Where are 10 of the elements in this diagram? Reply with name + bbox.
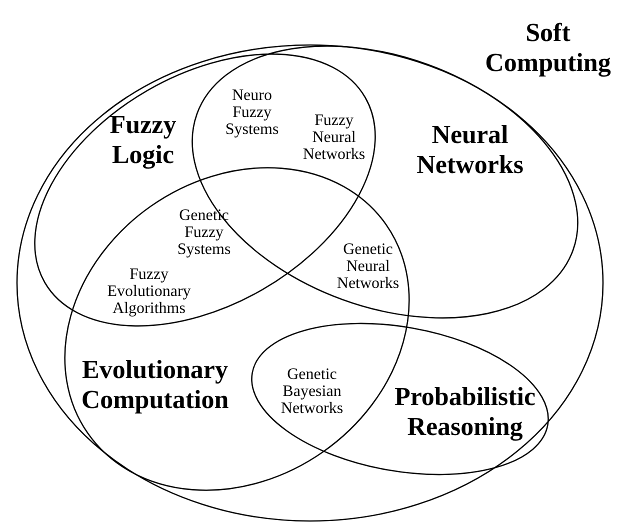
overlap-label: Genetic Bayesian Networks bbox=[280, 366, 344, 418]
set-label: Evolutionary Computation bbox=[81, 355, 229, 415]
overlap-label: Fuzzy Neural Networks bbox=[302, 112, 366, 164]
overlap-label: Neuro Fuzzy Systems bbox=[225, 88, 279, 138]
set-label: Fuzzy Logic bbox=[110, 110, 176, 170]
overlap-label: Fuzzy Evolutionary Algorithms bbox=[107, 266, 191, 318]
overlap-label: Genetic Neural Networks bbox=[336, 242, 400, 292]
set-label: Neural Networks bbox=[416, 120, 524, 180]
set-label: Probabilistic Reasoning bbox=[394, 382, 536, 442]
set-label: Soft Computing bbox=[485, 18, 611, 78]
